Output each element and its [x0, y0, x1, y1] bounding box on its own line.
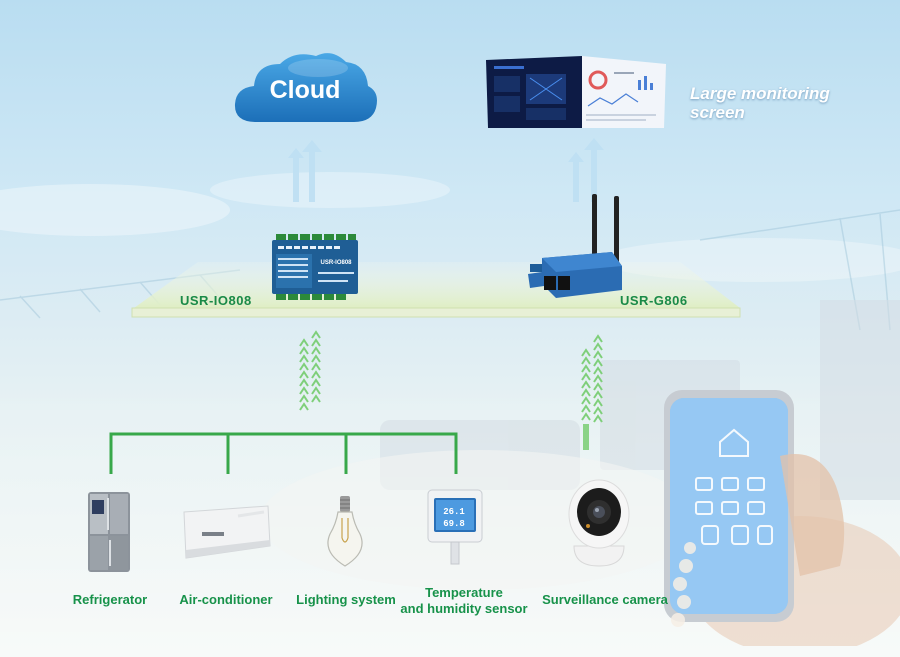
io808-label: USR-IO808: [180, 293, 252, 308]
monitoring-label-line1: Large monitoring: [690, 84, 830, 103]
surveillance-camera-icon: [568, 479, 630, 567]
usr-g806-router: [528, 194, 622, 298]
upload-arrows-cloud: [288, 140, 322, 202]
temperature-humidity-label: Temperature and humidity sensor: [396, 585, 532, 617]
g806-label: USR-G806: [620, 293, 688, 308]
refrigerator-label: Refrigerator: [72, 592, 148, 607]
io808-panel-title: USR-IO808: [320, 260, 352, 266]
air-conditioner-icon: [183, 505, 271, 559]
temperature-humidity-sensor-icon: 26.1 69.8: [427, 489, 483, 565]
monitoring-label-line2: screen: [690, 103, 745, 122]
gateway-platform: [131, 262, 741, 318]
data-flow-arrows-io808: [299, 330, 321, 411]
monitoring-screen-label: Large monitoring screen: [690, 84, 830, 122]
surveillance-camera-label: Surveillance camera: [542, 592, 668, 607]
usr-io808-device: USR-IO808: [272, 234, 358, 300]
temperature-humidity-label-line1: Temperature: [425, 585, 503, 600]
sensor-reading-bottom: 69.8: [443, 519, 465, 529]
sensor-reading-top: 26.1: [443, 507, 465, 517]
cloud-icon: [234, 53, 377, 122]
smartphone-image: [664, 390, 900, 646]
upload-arrows-monitor: [568, 138, 604, 202]
device-bus-lines: [109, 432, 458, 474]
air-conditioner-label: Air-conditioner: [179, 592, 273, 607]
temperature-humidity-label-line2: and humidity sensor: [400, 601, 528, 616]
cloud-label: Cloud: [269, 76, 341, 104]
monitoring-screen-image: [486, 56, 666, 128]
light-bulb-icon: [327, 496, 363, 567]
refrigerator-icon: [88, 492, 130, 572]
lighting-system-label: Lighting system: [296, 592, 396, 607]
data-flow-arrows-g806: [581, 334, 603, 450]
